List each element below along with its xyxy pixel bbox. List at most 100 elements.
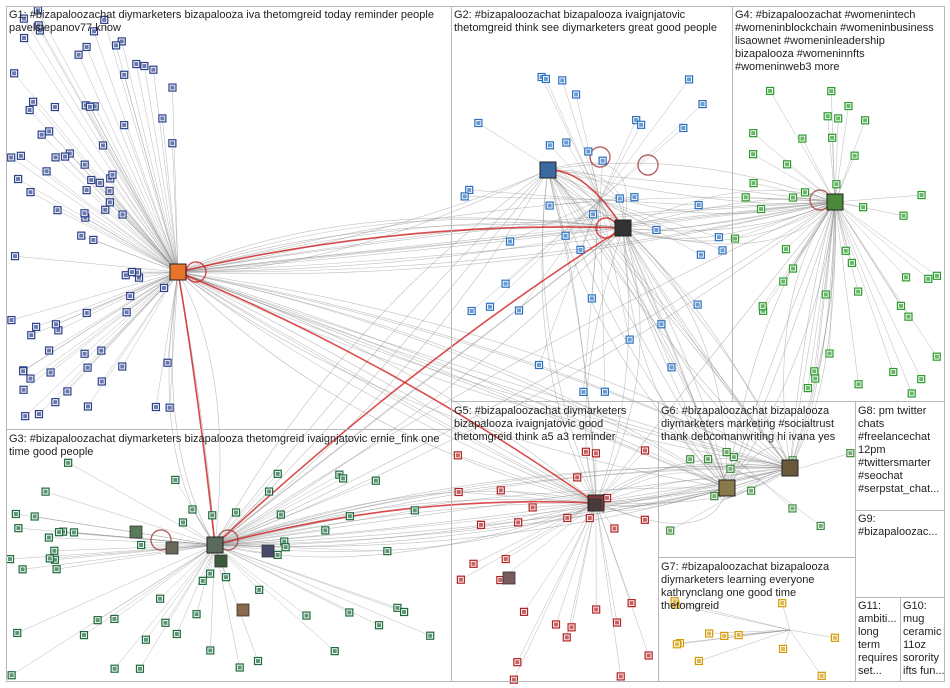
edge <box>177 271 597 504</box>
node-avatar <box>843 248 848 253</box>
node-avatar <box>819 673 824 678</box>
edge <box>789 629 822 676</box>
node-avatar <box>52 105 57 110</box>
node-avatar <box>92 104 97 109</box>
edge <box>105 209 179 273</box>
edge <box>214 502 597 546</box>
edge <box>214 541 285 546</box>
edge <box>471 199 601 312</box>
node-avatar <box>629 601 634 606</box>
node-avatar <box>377 623 382 628</box>
node-avatar <box>43 489 48 494</box>
edge <box>177 271 221 546</box>
node-avatar <box>934 273 939 278</box>
edge <box>36 271 179 328</box>
node-avatar <box>8 557 13 562</box>
edge <box>13 73 179 273</box>
node-avatar <box>119 39 124 44</box>
node-avatar <box>813 376 818 381</box>
edge <box>121 41 179 273</box>
edge <box>500 490 597 504</box>
node-avatar <box>700 102 705 107</box>
node-avatar <box>467 187 472 192</box>
edge <box>9 544 216 560</box>
edge <box>165 544 216 623</box>
edge <box>622 227 728 489</box>
edge <box>48 537 216 546</box>
edge-strong <box>177 226 624 273</box>
self-loop <box>150 529 172 551</box>
node-avatar <box>234 510 239 515</box>
node-avatar <box>733 236 738 241</box>
node-avatar <box>9 673 14 678</box>
edge <box>509 199 601 242</box>
node-avatar <box>634 118 639 123</box>
edge <box>177 271 597 504</box>
edge <box>734 201 836 239</box>
node-avatar <box>13 254 18 259</box>
edge <box>542 169 597 504</box>
node-avatar <box>827 351 832 356</box>
node-avatar <box>554 622 559 627</box>
edge <box>473 502 597 565</box>
edge <box>541 169 597 504</box>
node-avatar <box>170 141 175 146</box>
node-avatar <box>137 666 142 671</box>
edge <box>177 201 836 273</box>
node-avatar <box>20 567 25 572</box>
node-avatar <box>687 77 692 82</box>
node-avatar <box>654 227 659 232</box>
edge <box>37 10 179 273</box>
edge <box>93 31 179 273</box>
edge <box>599 199 606 392</box>
node-avatar <box>909 391 914 396</box>
node-avatar <box>498 578 503 583</box>
edge <box>562 80 601 201</box>
edge <box>214 490 597 546</box>
node-avatar <box>543 76 548 81</box>
node-avatar <box>47 129 52 134</box>
edge <box>214 201 836 546</box>
edge <box>789 201 836 469</box>
edge <box>214 467 791 548</box>
edge <box>460 502 597 580</box>
node-avatar <box>861 205 866 210</box>
edge <box>177 271 597 504</box>
node-avatar <box>83 103 88 108</box>
hub-avatar <box>718 479 736 497</box>
node-avatar <box>627 337 632 342</box>
group-label-g3: G3: #bizapaloozachat diymarketers bizapa… <box>9 433 443 458</box>
node-avatar <box>749 488 754 493</box>
edge <box>555 502 597 625</box>
node-avatar <box>674 642 679 647</box>
edge <box>760 201 836 210</box>
node-avatar <box>830 135 835 140</box>
edge <box>214 467 791 546</box>
node-avatar <box>82 162 87 167</box>
node-avatar <box>137 275 142 280</box>
edge <box>738 629 791 636</box>
edge <box>122 271 179 367</box>
node-avatar <box>323 528 328 533</box>
node-avatar <box>66 460 71 465</box>
node-avatar <box>478 522 483 527</box>
node-avatar <box>614 620 619 625</box>
node-avatar <box>716 235 721 240</box>
edge <box>622 201 836 242</box>
edge <box>177 271 728 489</box>
edge <box>518 199 601 311</box>
edge <box>177 271 791 469</box>
node-avatar <box>304 613 309 618</box>
node-avatar <box>56 328 61 333</box>
edge <box>698 629 791 662</box>
node-avatar <box>283 545 288 550</box>
edge <box>565 199 601 236</box>
edge <box>458 491 597 504</box>
edge <box>834 194 922 203</box>
node-avatar <box>81 633 86 638</box>
node-avatar <box>919 377 924 382</box>
node-avatar <box>575 475 580 480</box>
edge <box>177 201 836 273</box>
edge <box>177 271 597 504</box>
edge <box>834 201 929 280</box>
